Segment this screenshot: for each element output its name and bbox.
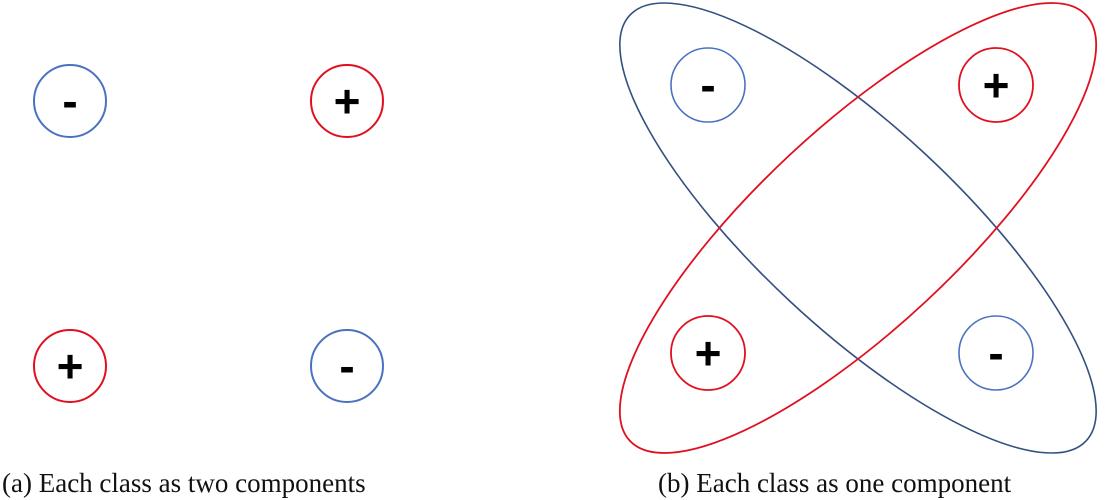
point-positive: + xyxy=(670,315,746,391)
point-negative: - xyxy=(670,47,746,123)
caption-b: (b) Each class as one component xyxy=(658,468,1012,498)
plus-symbol: + xyxy=(695,327,722,379)
point-positive: + xyxy=(958,47,1034,123)
caption-a: (a) Each class as two components xyxy=(2,468,366,498)
positive-class-ellipse xyxy=(618,2,1098,454)
plus-symbol: + xyxy=(983,59,1010,111)
panel-a: - + + - xyxy=(33,64,384,403)
point-negative: - xyxy=(33,64,107,138)
minus-symbol: - xyxy=(700,59,715,111)
point-negative: - xyxy=(958,315,1034,391)
point-positive: + xyxy=(33,329,107,403)
point-negative: - xyxy=(310,329,384,403)
panel-b: - + + - xyxy=(618,2,1098,454)
negative-class-ellipse xyxy=(619,2,1097,454)
minus-symbol: - xyxy=(62,75,77,127)
minus-symbol: - xyxy=(988,327,1003,379)
plus-symbol: + xyxy=(334,75,361,127)
plus-symbol: + xyxy=(57,340,84,392)
point-positive: + xyxy=(310,64,384,138)
minus-symbol: - xyxy=(339,340,354,392)
